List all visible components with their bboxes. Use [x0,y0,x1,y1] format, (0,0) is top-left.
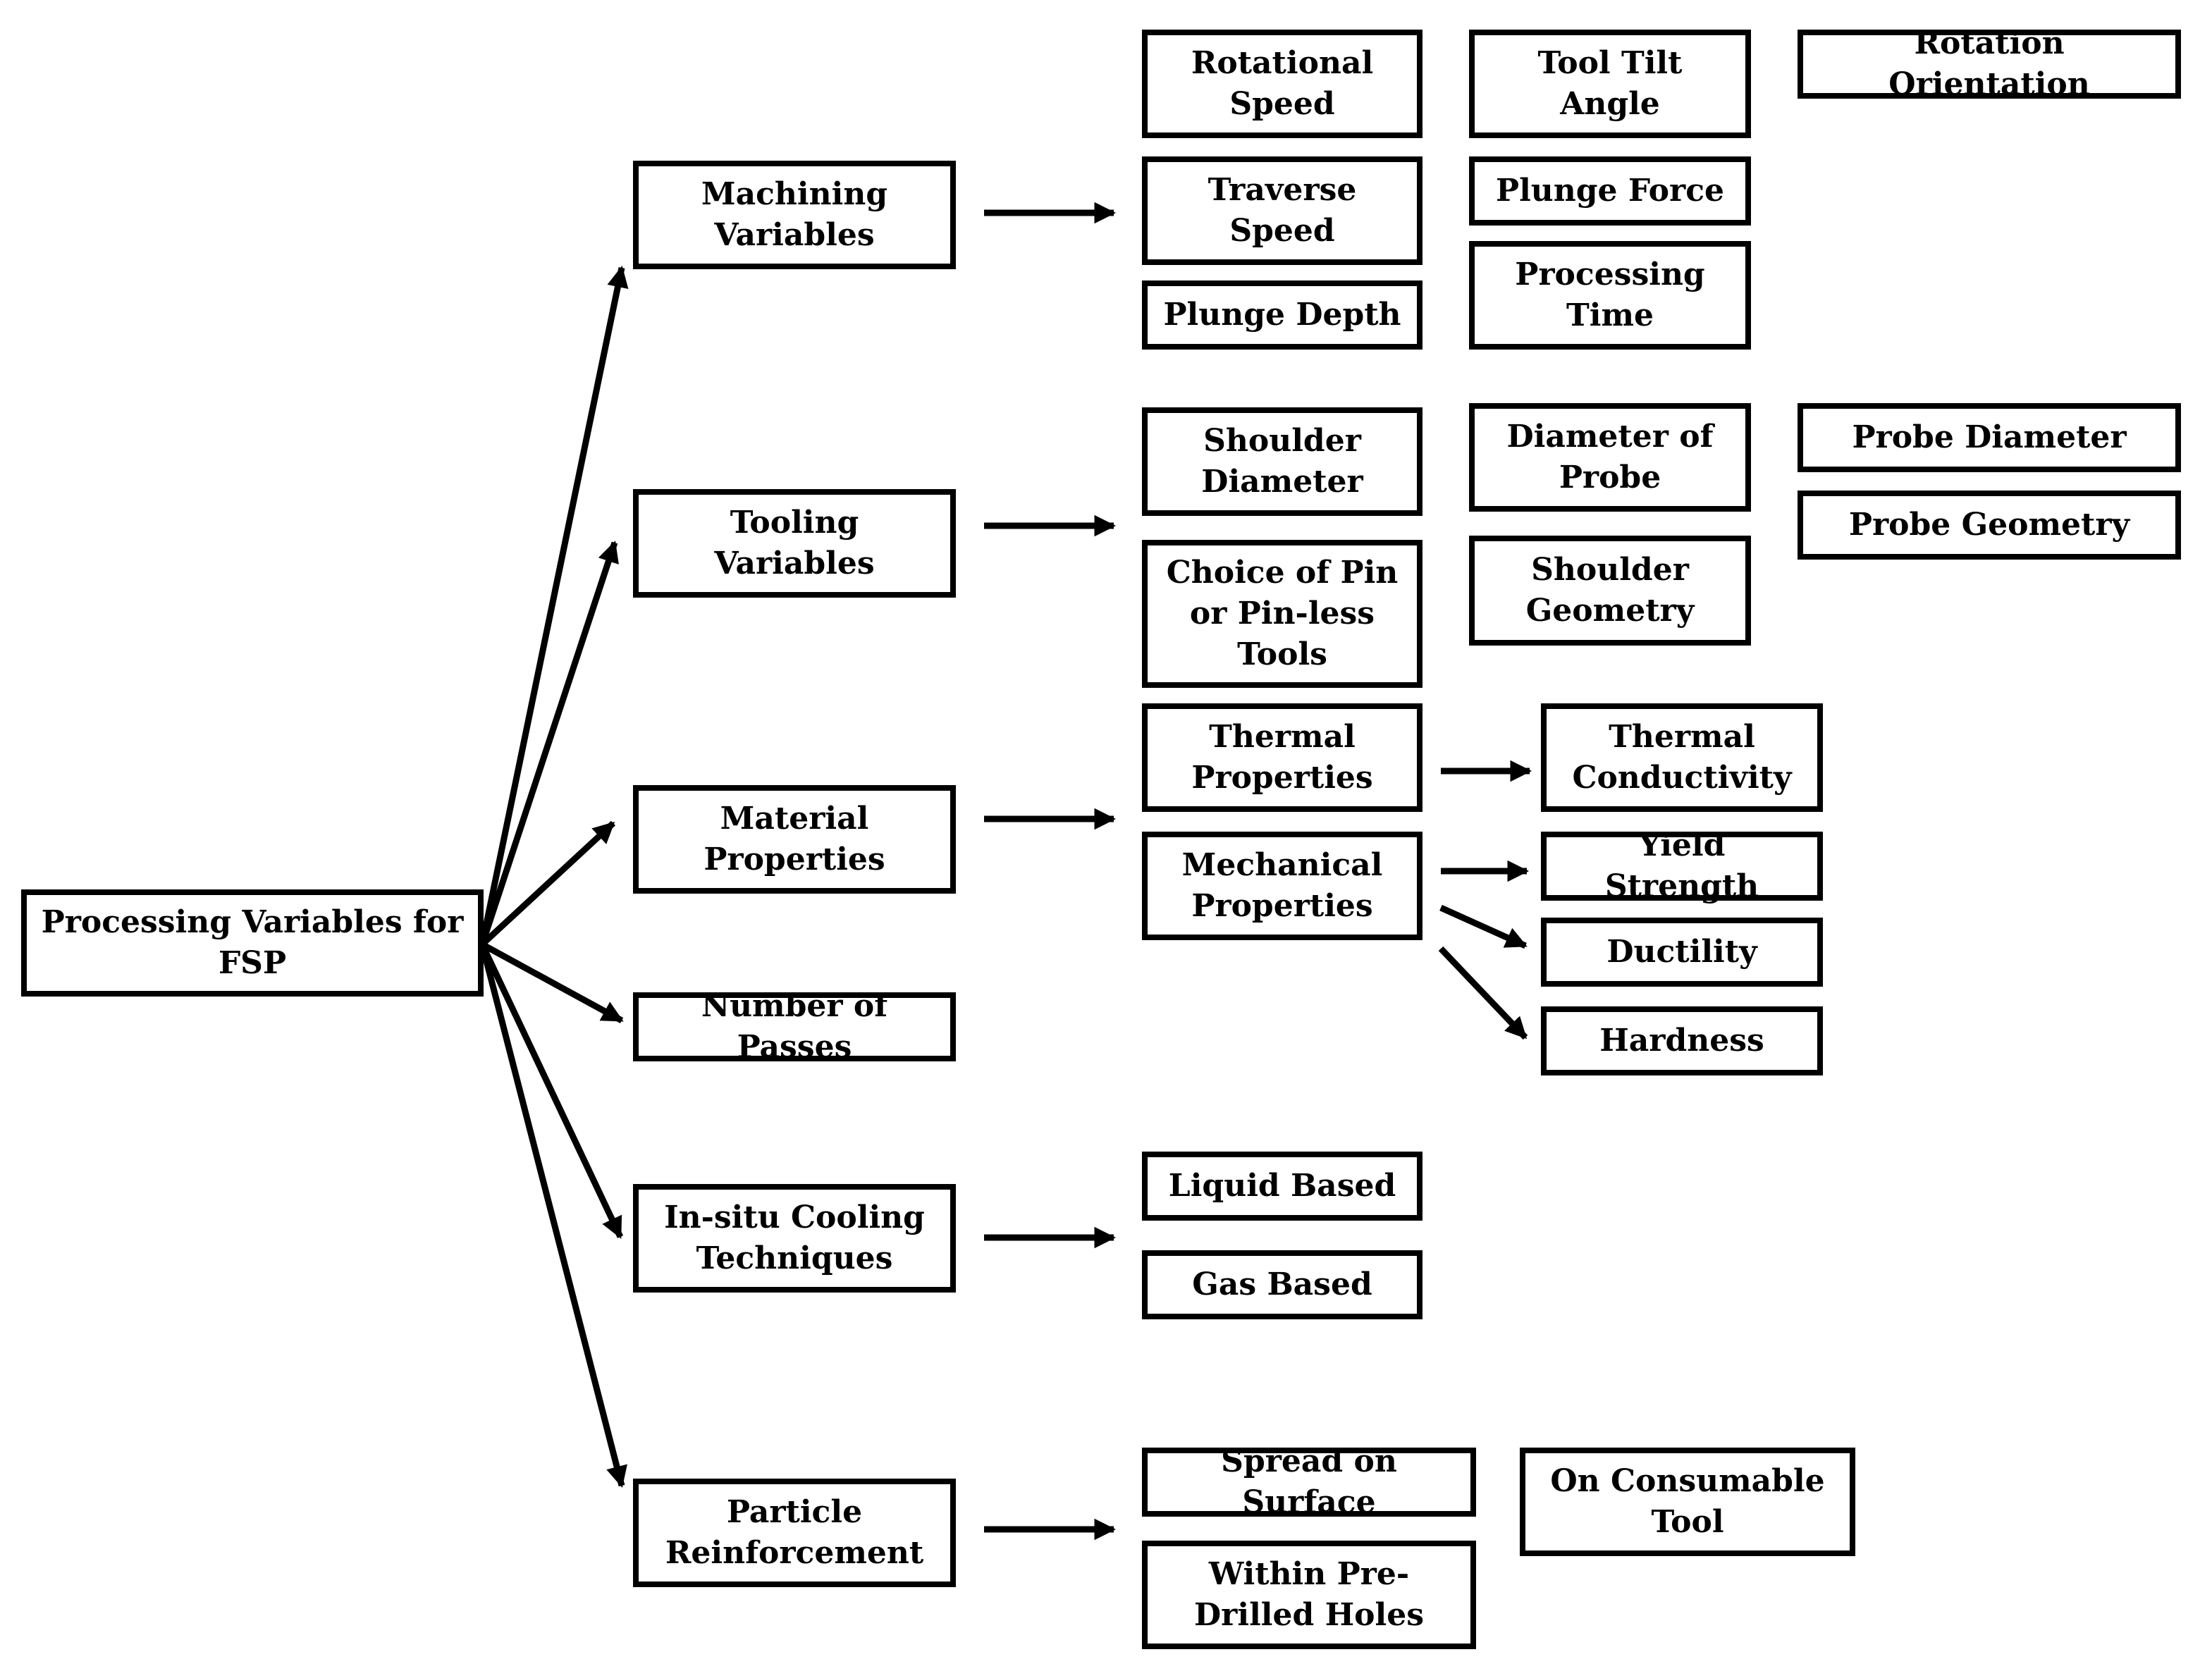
arrow-root-to-cooling [479,943,624,1239]
gas-based-node: Gas Based [1142,1250,1423,1319]
particle-reinforcement-node: Particle Reinforcement [633,1479,956,1587]
number-of-passes-node: Number of Passes [633,988,956,1065]
root-node: Processing Variables for FSP [21,889,484,997]
traverse-speed-node: Traverse Speed [1142,156,1423,265]
probe-diameter-node: Probe Diameter [1798,403,2181,472]
thermal-conductivity-node: Thermal Conductivity [1541,703,1823,812]
arrow-root-to-passes [480,942,624,1023]
hardness-node: Hardness [1541,1006,1823,1075]
arrow-mechanical-to-ductility [1439,904,1528,949]
on-consumable-tool-node: On Consumable Tool [1520,1448,1855,1556]
ductility-node: Ductility [1541,918,1823,987]
arrow-root-to-particle [479,943,627,1488]
within-pre-drilled-holes-node: Within Pre- Drilled Holes [1142,1541,1476,1649]
tooling-variables-node: Tooling Variables [633,489,956,598]
arrow-root-to-machining [479,266,629,945]
arrow-root-to-tooling [479,541,619,946]
machining-variables-node: Machining Variables [633,161,956,269]
arrow-root-to-material [479,820,616,947]
pin-choice-node: Choice of Pin or Pin-less Tools [1142,540,1423,688]
rotation-orientation-node: Rotation Orientation [1798,25,2181,102]
shoulder-geometry-node: Shoulder Geometry [1469,536,1751,646]
tool-tilt-angle-node: Tool Tilt Angle [1469,30,1751,138]
in-situ-cooling-node: In-situ Cooling Techniques [633,1184,956,1293]
rotational-speed-node: Rotational Speed [1142,30,1423,138]
arrow-mechanical-to-hardness [1438,946,1528,1040]
material-properties-node: Material Properties [633,785,956,894]
probe-geometry-node: Probe Geometry [1798,491,2181,560]
diameter-of-probe-node: Diameter of Probe [1469,403,1751,512]
processing-time-node: Processing Time [1469,241,1751,350]
plunge-depth-node: Plunge Depth [1142,280,1423,350]
spread-on-surface-node: Spread on Surface [1142,1443,1476,1520]
shoulder-diameter-node: Shoulder Diameter [1142,407,1423,516]
yield-strength-node: Yield Strength [1541,827,1823,904]
mechanical-properties-node: Mechanical Properties [1142,832,1423,940]
thermal-properties-node: Thermal Properties [1142,703,1423,812]
plunge-force-node: Plunge Force [1469,156,1751,226]
liquid-based-node: Liquid Based [1142,1152,1423,1221]
